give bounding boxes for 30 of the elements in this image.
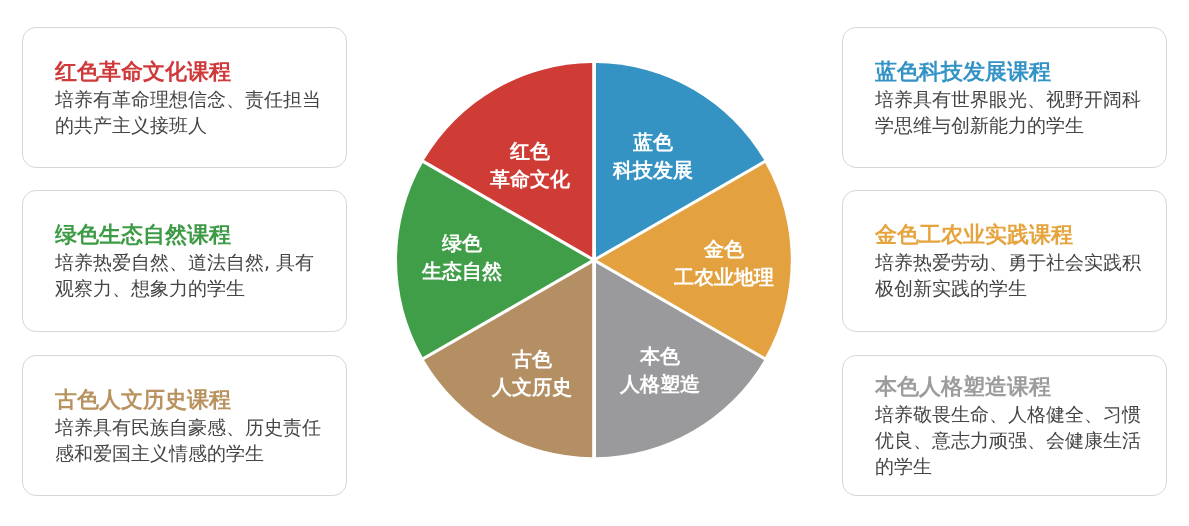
card-title: 红色革命文化课程 <box>55 57 231 86</box>
card-description: 培养热爱自然、道法自然, 具有观察力、想象力的学生 <box>55 250 316 301</box>
card-description: 培养具有民族自豪感、历史责任感和爱国主义情感的学生 <box>55 414 322 466</box>
card-title: 本色人格塑造课程 <box>875 372 1051 401</box>
card-title: 绿色生态自然课程 <box>55 221 231 249</box>
course-card <box>22 27 347 168</box>
card-title: 蓝色科技发展课程 <box>875 57 1051 86</box>
course-card <box>842 27 1167 168</box>
segment-label: 人格塑造 <box>620 371 700 398</box>
segment-label: 绿色 <box>442 230 482 257</box>
segment-label: 古色 <box>512 346 552 373</box>
card-description: 培养有革命理想信念、责任担当的共产主义接班人 <box>55 86 322 138</box>
card-description: 培养具有世界眼光、视野开阔科学思维与创新能力的学生 <box>875 86 1142 138</box>
segment-label: 人文历史 <box>492 374 572 401</box>
segment-label: 科技发展 <box>613 157 693 184</box>
segment-label: 金色 <box>704 236 744 263</box>
card-title: 金色工农业实践课程 <box>875 221 1073 249</box>
course-card <box>22 190 347 332</box>
segment-label: 蓝色 <box>633 129 673 156</box>
course-card <box>22 355 347 496</box>
segment-label: 红色 <box>510 138 550 165</box>
segment-label: 本色 <box>640 343 680 370</box>
segment-label: 工农业地理 <box>674 264 774 291</box>
segment-label: 革命文化 <box>490 166 570 193</box>
segment-label: 生态自然 <box>422 258 502 285</box>
card-description: 培养敬畏生命、人格健全、习惯优良、意志力顽强、会健康生活的学生 <box>875 401 1142 479</box>
card-description: 培养热爱劳动、勇于社会实践积极创新实践的学生 <box>875 250 1142 301</box>
card-title: 古色人文历史课程 <box>55 385 231 414</box>
course-card <box>842 355 1167 496</box>
course-card <box>842 190 1167 332</box>
